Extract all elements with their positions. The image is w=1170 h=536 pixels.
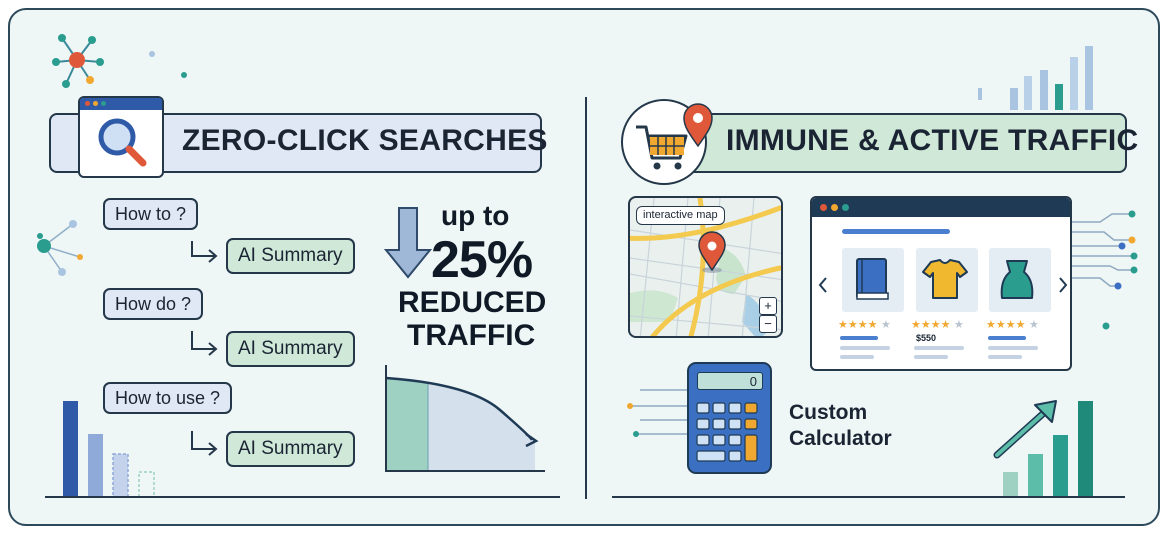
query-bubble: How to use ? <box>103 382 233 414</box>
query-bubble: How do ? <box>103 288 204 320</box>
ai-summary-box: AI Summary <box>226 238 355 274</box>
stat-value: 25% <box>431 231 533 289</box>
interactive-map[interactable]: interactive map + − <box>628 196 783 338</box>
calculator-label: Calculator <box>789 427 892 450</box>
bag-icon <box>1000 260 1034 299</box>
stat-prefix: up to <box>441 200 510 231</box>
immune-traffic-title-bar <box>650 113 1127 173</box>
immune-traffic-title: IMMUNE & ACTIVE TRAFFIC <box>726 124 1139 157</box>
tshirt-icon <box>922 259 968 299</box>
stat-line2: TRAFFIC <box>407 319 536 352</box>
section-divider <box>585 97 587 499</box>
zoom-in-button[interactable]: + <box>759 297 777 315</box>
svg-text:★★★★: ★★★★ <box>986 318 1026 331</box>
map-label: interactive map <box>636 206 725 225</box>
calculator-display: 0 <box>697 372 763 390</box>
ai-summary-box: AI Summary <box>226 431 355 467</box>
calculator-label: Custom <box>789 401 868 424</box>
stat-line1: REDUCED <box>398 286 547 319</box>
query-bubble: How to ? <box>103 198 199 230</box>
svg-text:★: ★ <box>1029 318 1039 331</box>
svg-text:★★★★: ★★★★ <box>838 318 878 331</box>
price-label: $550 <box>916 333 937 343</box>
svg-text:★: ★ <box>954 318 964 331</box>
svg-text:★: ★ <box>881 318 891 331</box>
ai-summary-box: AI Summary <box>226 331 355 367</box>
book-icon <box>856 258 889 300</box>
zoom-out-button[interactable]: − <box>759 315 777 333</box>
svg-text:★★★★: ★★★★ <box>911 318 951 331</box>
zero-click-title: ZERO-CLICK SEARCHES <box>182 124 548 157</box>
